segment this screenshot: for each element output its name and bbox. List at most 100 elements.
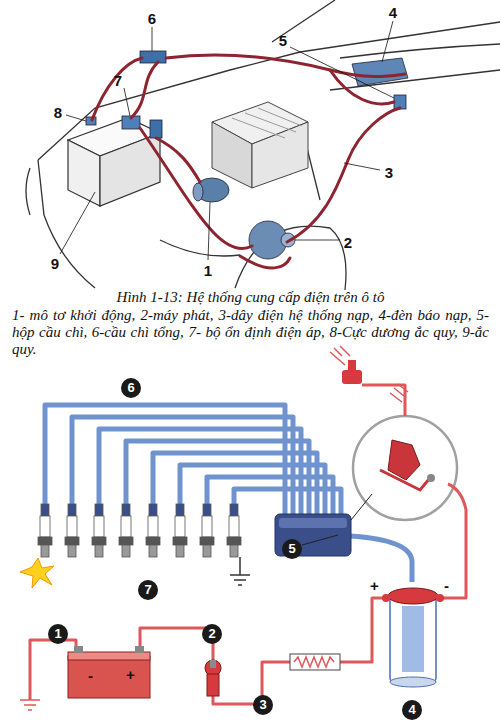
ht-leads [45,405,412,582]
plug-hex [92,537,106,545]
resistor-body [290,654,340,670]
ht-lead [45,405,285,518]
callout-number: 5 [279,32,287,49]
wire [213,662,292,704]
callout-number: 2 [202,624,222,644]
bumper [26,168,30,215]
plug-boot [68,504,76,516]
switch-key [210,660,216,668]
spark-plugs [38,504,241,557]
wire [442,484,466,598]
ignition-switch [205,660,221,696]
plug-thread [68,545,76,557]
battery-front [68,140,100,206]
plug-insulator [229,516,239,537]
callout-number: 6 [121,378,141,398]
battery-box: -+ [68,648,150,698]
ground-line [230,557,250,585]
battery-lid [68,652,150,660]
coil-base [390,677,436,687]
switch-body [207,674,219,696]
leader-lines [60,21,394,260]
plug-insulator [121,516,131,537]
figure-caption: Hình 1-13: Hệ thống cung cấp điện trên ô… [0,289,501,306]
callout-number: 7 [114,72,122,89]
wire [362,385,405,416]
wire [330,70,394,104]
callout-number: 3 [253,695,273,715]
resistor-coil [294,657,334,667]
pointer-line [302,494,372,545]
wiring-harness [92,55,405,268]
plug-boot [230,504,238,516]
plug-insulator [148,516,158,537]
windshield [272,0,500,52]
callout-number: 2 [344,234,352,251]
coil-terminal [436,594,444,602]
plug-boot [95,504,103,516]
breaker-arm [380,470,430,490]
spark-plug [92,504,106,557]
leader-line [152,27,153,51]
coil-cap [388,588,438,604]
leader-line [344,163,380,170]
plug-insulator [94,516,104,537]
battery-post [135,646,144,653]
spark-plug [200,504,214,557]
leader-line [295,240,340,241]
callout-number: 4 [389,4,397,21]
battery-post [74,646,83,653]
plug-hex [200,537,214,545]
plug-hex [65,537,79,545]
plug-boot [176,504,184,516]
ground-hatch [390,384,408,402]
capacitor-tab [348,360,356,372]
spark-plug [38,504,52,557]
ribs [232,108,302,138]
terminal-sign: - [444,578,449,593]
plug-thread [230,545,238,557]
plug-hex [146,537,160,545]
breaker-cam [388,440,420,480]
callout-number: 7 [138,580,158,600]
air-cleaner-front [212,122,252,188]
leader-line [124,88,130,116]
main-fuse [140,51,166,63]
ht-lead [207,477,333,518]
coil-lead [350,536,412,582]
plug-boot [149,504,157,516]
distributor-cap-top [279,518,347,528]
capacitor [342,360,362,384]
plug-thread [41,545,49,557]
starter-end [193,183,203,201]
leader-line [66,115,86,121]
battery-top [68,118,160,206]
wire [140,128,252,249]
ballast-resistor [290,654,340,670]
plug-thread [149,545,157,557]
plug-boot [122,504,130,516]
battery-body [68,656,150,698]
callout-number: 3 [385,164,393,181]
leader-line [382,21,393,62]
spark-plug [227,504,241,557]
node-outline [68,648,150,698]
distributor-body [353,416,457,520]
spark [20,558,54,588]
plug-thread [176,545,184,557]
capacitor-body [342,370,362,384]
car-body [26,0,500,290]
terminal-sign: + [370,578,379,593]
plug-thread [203,545,211,557]
leader-line [290,47,394,98]
node-outline [384,584,442,690]
plug-hex [227,537,241,545]
distributor [353,416,457,520]
air-cleaner-side [252,122,308,188]
callout-number: 6 [148,10,156,27]
components [86,51,408,259]
callout-number: 1 [48,624,68,644]
coil-body [390,596,436,682]
leader-line [60,192,95,254]
